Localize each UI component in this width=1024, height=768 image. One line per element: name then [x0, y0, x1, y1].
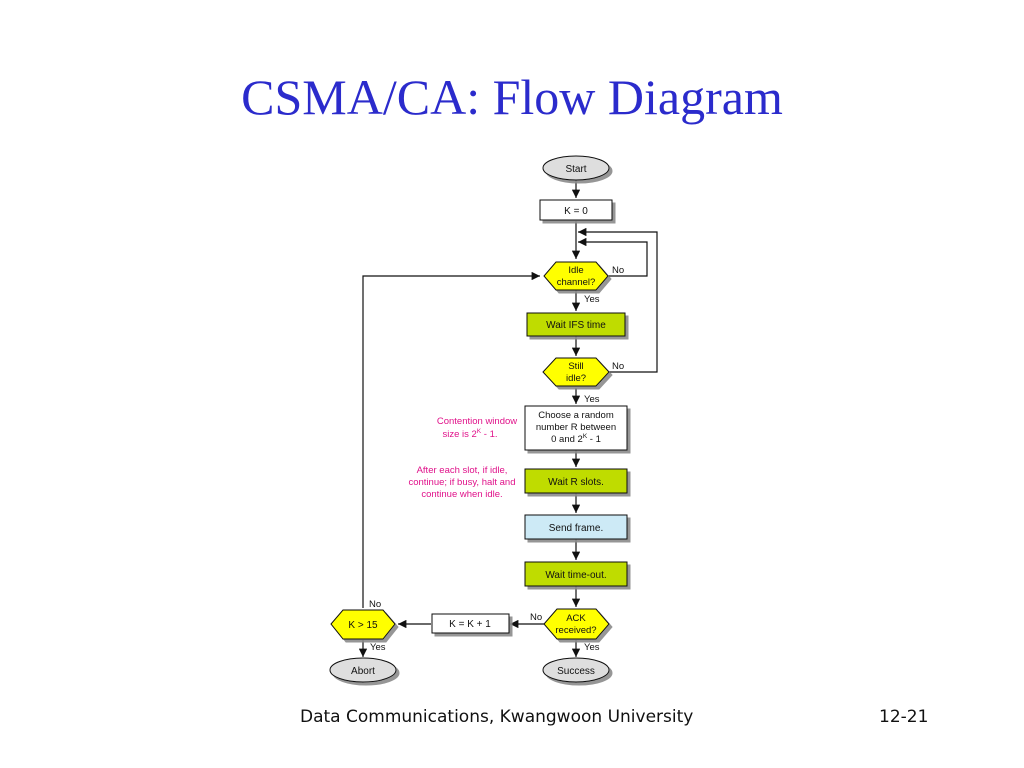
idle-channel-label-2: channel? — [557, 277, 596, 288]
slide-title: CSMA/CA: Flow Diagram — [241, 69, 783, 125]
idle-no-label: No — [612, 265, 624, 276]
choose-random-box: Choose a random number R between 0 and 2… — [524, 405, 628, 451]
send-frame-box: Send frame. — [524, 514, 628, 540]
ack-received-label-2: received? — [555, 625, 596, 636]
ack-received-label-1: ACK — [566, 613, 586, 624]
k-increment-box: K = K + 1 — [431, 613, 510, 634]
k-increment-label: K = K + 1 — [449, 619, 491, 630]
k-zero-box: K = 0 — [539, 199, 613, 221]
k-zero-label: K = 0 — [564, 206, 588, 217]
idle-channel-label-1: Idle — [568, 265, 583, 276]
success-node: Success — [542, 657, 610, 683]
slot-note-line-1: After each slot, if idle, — [417, 465, 508, 476]
k15-yes-label: Yes — [370, 642, 386, 653]
contention-note-line-2: size is 2K - 1. — [442, 428, 497, 440]
choose-random-line-3: 0 and 2K - 1 — [551, 433, 601, 445]
k-gt-15-decision: K > 15 — [330, 609, 396, 640]
abort-label: Abort — [351, 666, 375, 677]
wait-r-slots-box: Wait R slots. — [524, 468, 628, 494]
start-label: Start — [565, 164, 586, 175]
idle-yes-label: Yes — [584, 294, 600, 305]
wait-timeout-box: Wait time-out. — [524, 561, 628, 587]
connectors — [358, 180, 658, 657]
ack-received-decision: ACK received? — [543, 608, 610, 640]
edge-labels: No Yes No Yes No Yes No Yes — [369, 265, 624, 653]
wait-timeout-label: Wait time-out. — [545, 570, 606, 581]
slot-behavior-note: After each slot, if idle, continue; if b… — [408, 465, 515, 500]
choose-random-line-1: Choose a random — [538, 410, 614, 421]
slot-note-line-3: continue when idle. — [421, 489, 502, 500]
start-node: Start — [542, 155, 610, 181]
k15-no-label: No — [369, 599, 381, 610]
wait-ifs-box: Wait IFS time — [526, 312, 626, 337]
wait-r-slots-label: Wait R slots. — [548, 477, 604, 488]
success-label: Success — [557, 666, 595, 677]
edge-still-no-loop — [578, 227, 658, 373]
edge-idle-no-loop — [578, 237, 648, 277]
send-frame-label: Send frame. — [549, 523, 603, 534]
contention-window-note: Contention window size is 2K - 1. — [437, 416, 517, 440]
footer-page-number: 12-21 — [879, 707, 929, 727]
still-idle-label-1: Still — [568, 361, 583, 372]
edge-k15-no-loop — [362, 271, 540, 608]
still-no-label: No — [612, 361, 624, 372]
ack-no-label: No — [530, 612, 542, 623]
idle-channel-decision: Idle channel? — [543, 261, 609, 291]
still-yes-label: Yes — [584, 394, 600, 405]
ack-yes-label: Yes — [584, 642, 600, 653]
k-gt-15-label: K > 15 — [348, 620, 378, 631]
slot-note-line-2: continue; if busy, halt and — [408, 477, 515, 488]
still-idle-label-2: idle? — [566, 373, 586, 384]
still-idle-decision: Still idle? — [542, 357, 610, 387]
wait-ifs-label: Wait IFS time — [546, 320, 606, 331]
footer-course: Data Communications, Kwangwoon Universit… — [300, 707, 694, 727]
abort-node: Abort — [329, 657, 397, 683]
contention-note-line-1: Contention window — [437, 416, 517, 427]
choose-random-line-2: number R between — [536, 422, 616, 433]
